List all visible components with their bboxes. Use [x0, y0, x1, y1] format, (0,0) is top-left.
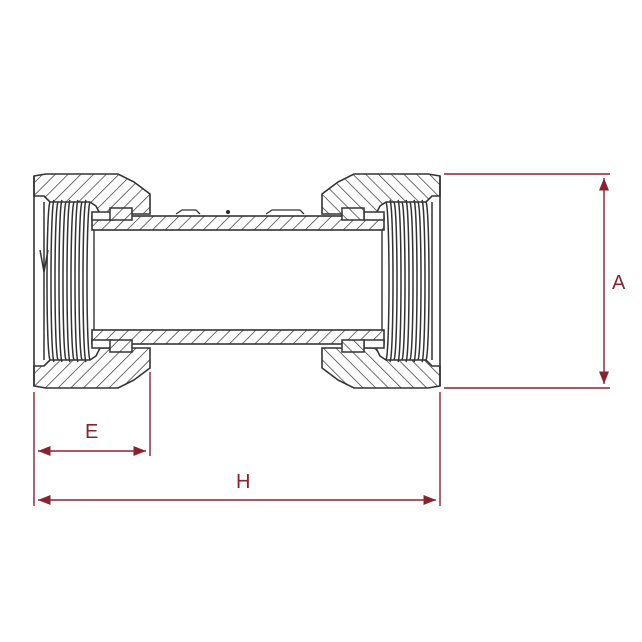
outer-edges	[33, 176, 441, 386]
right-collar	[341, 207, 385, 353]
dimension-h	[33, 392, 441, 506]
right-threads	[385, 199, 433, 363]
left-threads	[39, 199, 91, 363]
tube-marks	[175, 209, 305, 215]
dimension-a	[444, 173, 610, 389]
dimension-e	[33, 372, 151, 457]
dimension-h-label: H	[236, 471, 250, 493]
dimension-a-label: A	[612, 272, 626, 294]
tube-bore	[93, 230, 383, 330]
left-nut-bottom	[33, 347, 151, 389]
left-collar	[91, 207, 133, 353]
dimension-e-label: E	[85, 421, 98, 443]
right-nut-bottom	[321, 347, 441, 389]
center-tube-wall-bottom	[91, 329, 385, 345]
center-tube-wall-top	[91, 215, 385, 231]
right-nut-top	[321, 173, 441, 215]
